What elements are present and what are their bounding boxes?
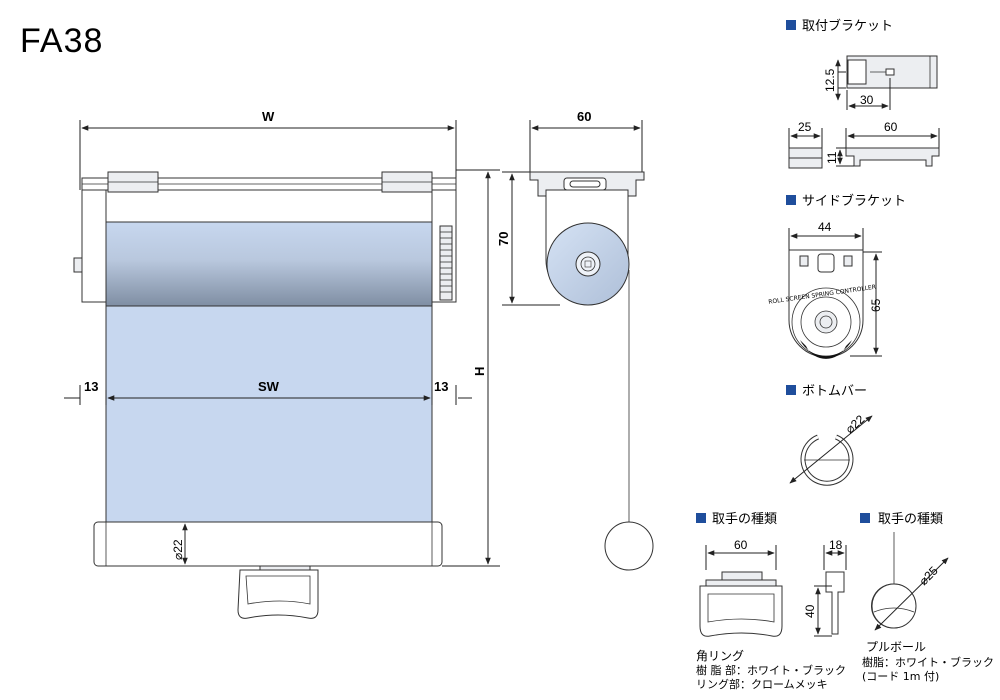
screen-fabric [105, 305, 433, 527]
side-pull-ball [604, 521, 654, 571]
dim-12-5: 12.5 [823, 68, 837, 92]
screen-roller [105, 221, 433, 307]
dim-w-label: W [262, 109, 275, 124]
dim-margin-left: 13 [84, 379, 98, 394]
dim-ring-60: 60 [734, 538, 748, 552]
side-bracket-title: サイドブラケット [802, 193, 906, 209]
section-marker [786, 195, 796, 205]
dim-side-70: 70 [496, 232, 511, 246]
section-marker [786, 385, 796, 395]
handle-ball-section: 取手の種類 ⌀25 プルボール 樹脂：ホワイト・ブラック (コード 1m 付) [860, 511, 994, 683]
dim-ring-18: 18 [829, 538, 843, 552]
bottom-bar-dia: ⌀22 [843, 412, 868, 436]
dim-60-bracket: 60 [884, 120, 898, 134]
dim-side-60: 60 [577, 109, 591, 124]
front-view: W 13 SW [64, 109, 500, 619]
bottom-bar [93, 521, 443, 567]
handle-ring-title: 取手の種類 [712, 511, 777, 527]
side-bracket-section: サイドブラケット 44 ROLL SCREEN SPRING CONTROLLE… [768, 193, 906, 359]
mounting-bracket-title: 取付ブラケット [802, 18, 893, 34]
dim-65: 65 [869, 298, 883, 312]
dim-h-label: H [472, 367, 487, 376]
dim-ring-40: 40 [803, 604, 817, 618]
bottom-bar-title: ボトムバー [802, 384, 867, 399]
ring-name: 角リング [696, 649, 744, 663]
handle-ball-title: 取手の種類 [878, 511, 943, 527]
mounting-bracket-section: 取付ブラケット 12.5 30 25 60 11 [786, 18, 940, 169]
dim-25: 25 [798, 120, 812, 134]
dim-margin-right: 13 [434, 379, 448, 394]
dim-sw-label: SW [258, 379, 280, 394]
ring-resin-line: 樹 脂 部：ホワイト・ブラック [696, 663, 846, 677]
ball-name: プルボール [866, 640, 926, 654]
dim-bottom-bar-dia: ⌀22 [171, 539, 185, 560]
ring-chrome-line: リング部：クロームメッキ [696, 677, 828, 691]
side-bracket-left [81, 189, 107, 303]
front-ring-handle [237, 569, 319, 619]
handle-ring-section: 取手の種類 60 18 40 角リング 樹 脂 部：ホワイト・ブラック リング部… [696, 511, 847, 691]
section-marker [696, 513, 706, 523]
dim-44: 44 [818, 220, 832, 234]
ball-resin-line: 樹脂：ホワイト・ブラック [862, 655, 994, 669]
section-marker [860, 513, 870, 523]
model-title: FA38 [20, 22, 103, 60]
side-view: 60 70 [496, 109, 654, 571]
spring-controller-gear [439, 225, 453, 301]
section-marker [786, 20, 796, 30]
ring-handle-shape [699, 585, 783, 637]
bottom-bar-section: ボトムバー ⌀22 [786, 384, 873, 486]
dim-11: 11 [825, 151, 839, 164]
ring-handle-side [825, 571, 845, 635]
ball-dia: ⌀25 [916, 563, 941, 588]
dim-30: 30 [860, 93, 874, 107]
ball-cord-line: (コード 1m 付) [862, 670, 939, 683]
